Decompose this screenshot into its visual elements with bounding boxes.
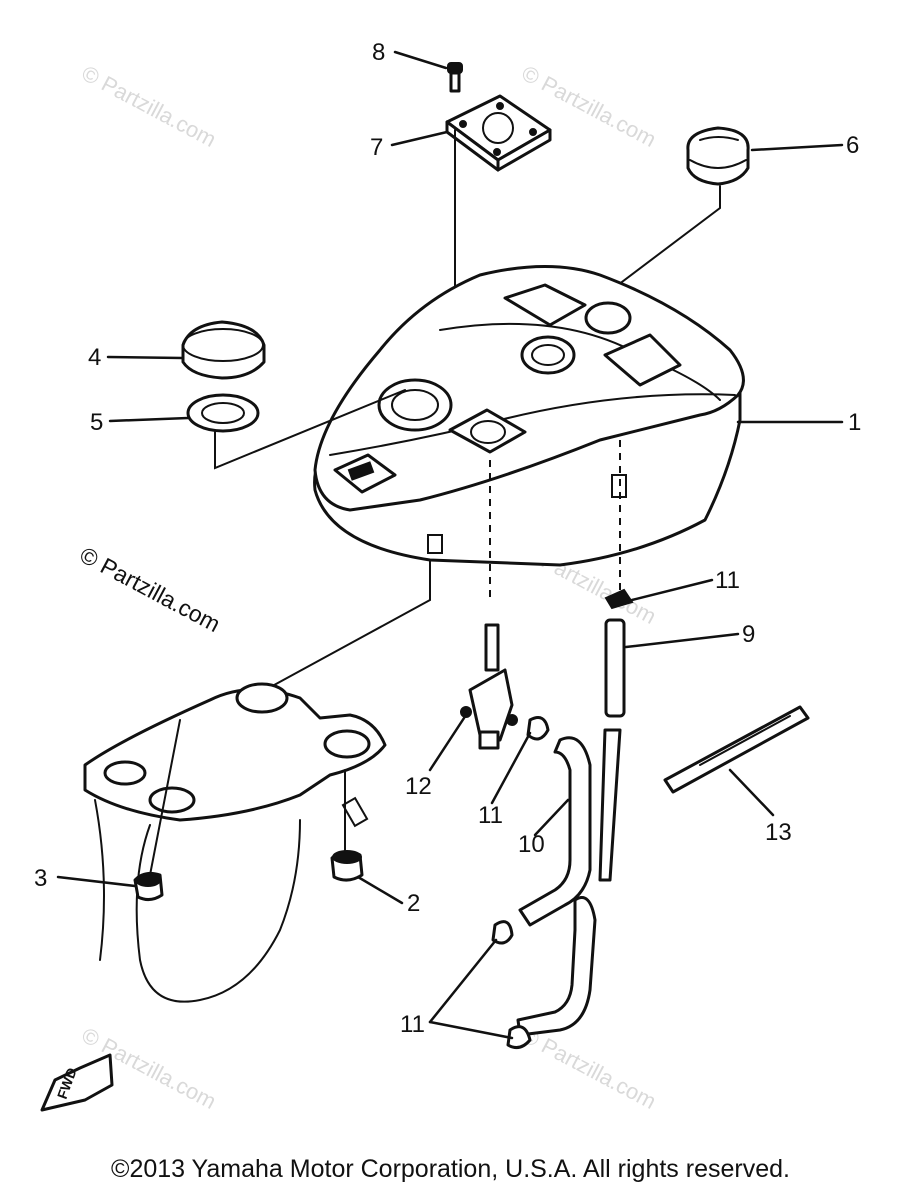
part-3-grommet: [133, 871, 164, 902]
callout-4: 4: [88, 344, 101, 371]
part-12-fuel-cock: [460, 623, 518, 750]
callout-8: 8: [372, 39, 385, 66]
part-9-pipe: [604, 588, 634, 718]
callout-5: 5: [90, 409, 103, 436]
callout-11-middle: 11: [478, 802, 503, 829]
callout-11-top: 11: [715, 567, 740, 594]
copyright-notice: ©2013 Yamaha Motor Corporation, U.S.A. A…: [111, 1155, 790, 1183]
callout-6: 6: [846, 132, 859, 159]
watermark: © Partzilla.com: [78, 60, 221, 152]
fwd-arrow: FWD: [40, 1053, 114, 1112]
callout-13: 13: [765, 819, 792, 846]
part-10-hose: [516, 728, 622, 1037]
part-6-fuel-cap: [686, 126, 750, 186]
callout-1: 1: [848, 409, 861, 436]
assembly-line: [149, 719, 181, 876]
callout-2: 2: [407, 890, 420, 917]
part-2-damper: [330, 850, 364, 882]
callout-9: 9: [742, 621, 755, 648]
callout-11-bottom: 11: [400, 1011, 425, 1038]
watermark: © Partzilla.com: [518, 1022, 661, 1114]
leader-lines: [56, 50, 844, 1040]
part-4-plug-cap: [181, 320, 266, 380]
callouts: 8 7 6 4 5 1 11 9 12 11 10 13 3 2 11: [34, 39, 861, 1038]
part-13-strap: [663, 705, 810, 794]
callout-7: 7: [370, 134, 383, 161]
watermark-prominent: © Partzilla.com: [76, 541, 225, 637]
assembly-line: [214, 389, 406, 470]
callout-10: 10: [518, 831, 545, 858]
part-7-gauge-plate: [445, 94, 552, 172]
bracket-plate: [83, 682, 387, 1003]
part-8-screw: [447, 62, 463, 93]
callout-3: 3: [34, 865, 47, 892]
part-5-o-ring: [186, 393, 260, 433]
part-11-clip: [491, 716, 550, 1050]
part-1-oil-tank: [313, 265, 745, 567]
assembly-line: [264, 599, 431, 691]
callout-12: 12: [405, 773, 432, 800]
